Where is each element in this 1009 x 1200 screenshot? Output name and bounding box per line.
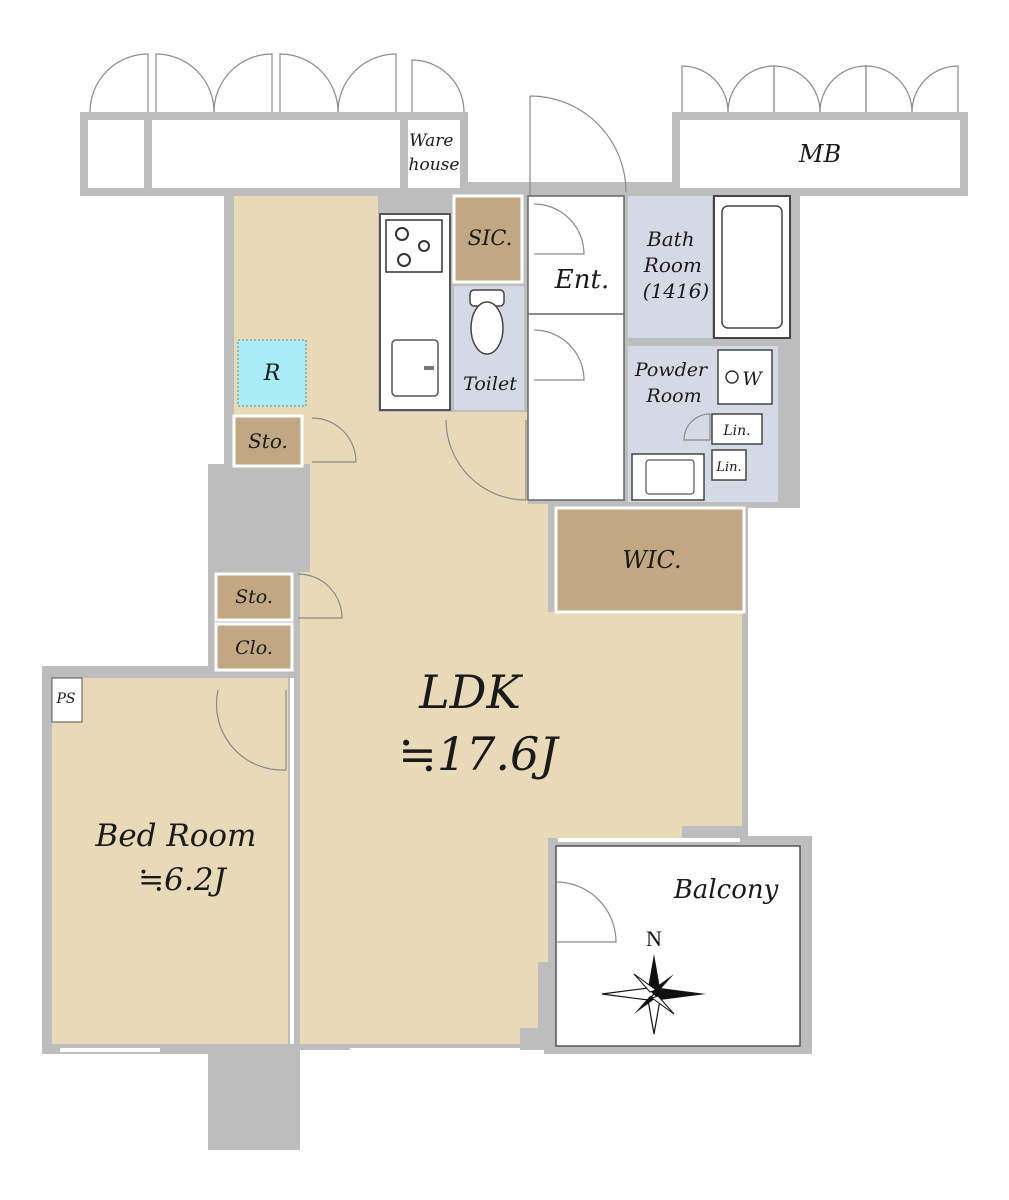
sto-mid-label: Sto. bbox=[235, 586, 273, 608]
wic-closet bbox=[554, 506, 746, 614]
fridge-space bbox=[237, 339, 307, 407]
lin-1-label: Lin. bbox=[722, 423, 750, 439]
burner-icon bbox=[395, 227, 409, 241]
clo-label: Clo. bbox=[235, 637, 273, 659]
lin-2-label: Lin. bbox=[715, 460, 741, 475]
sto-mid-closet bbox=[214, 572, 294, 622]
bedroom-name: Bed Room bbox=[95, 818, 257, 854]
toilet-label: Toilet bbox=[463, 373, 517, 395]
ldk-name: LDK bbox=[418, 665, 523, 719]
sic-closet bbox=[452, 194, 524, 284]
fridge-label: R bbox=[263, 361, 281, 386]
burner-icon bbox=[397, 253, 411, 267]
mb-label: MB bbox=[798, 140, 841, 168]
top-door-swings bbox=[89, 53, 959, 196]
ldk-size: ≒17.6J bbox=[398, 727, 560, 781]
ps-label: PS bbox=[55, 691, 75, 707]
interior-door-swings bbox=[215, 417, 617, 943]
kitchen-counter bbox=[379, 213, 451, 411]
top-exterior-storage: Ware house MB bbox=[80, 112, 968, 196]
bedroom-floor bbox=[52, 678, 288, 1044]
lin-1-cabinet bbox=[711, 413, 763, 445]
burner-icon bbox=[418, 240, 430, 252]
drain-icon bbox=[725, 370, 739, 384]
warehouse-label: Ware house bbox=[409, 131, 460, 175]
balcony-area bbox=[555, 845, 801, 1047]
mb-room bbox=[680, 120, 960, 188]
wic-label: WIC. bbox=[622, 546, 681, 574]
bath-room bbox=[628, 196, 712, 338]
bathtub-icon bbox=[713, 195, 791, 339]
warehouse-line-1: Ware bbox=[409, 131, 453, 151]
warehouse-line-2: house bbox=[409, 155, 460, 175]
compass-north-label: N bbox=[646, 926, 662, 951]
bedroom-size: ≒6.2J bbox=[138, 862, 227, 898]
clo-closet bbox=[214, 622, 294, 672]
washer-space bbox=[717, 349, 773, 405]
sto-top-label: Sto. bbox=[248, 429, 288, 453]
warehouse-room bbox=[408, 120, 460, 188]
lin-2-cabinet bbox=[711, 449, 747, 481]
sink-icon bbox=[391, 339, 439, 397]
compass-rose-icon bbox=[601, 954, 706, 1035]
bath-room-label: Bath Room (1416) bbox=[643, 227, 710, 303]
sic-label: SIC. bbox=[468, 226, 513, 250]
toilet-icon bbox=[469, 289, 505, 355]
entrance-label: Ent. bbox=[554, 265, 609, 295]
washer-label: W bbox=[742, 368, 763, 390]
balcony-label: Balcony bbox=[673, 875, 779, 905]
ps-shaft bbox=[51, 677, 83, 723]
ldk-floor bbox=[234, 196, 742, 1044]
entrance-area bbox=[527, 195, 625, 501]
windows bbox=[60, 838, 740, 1052]
sto-top-closet bbox=[232, 414, 304, 468]
powder-room-label: Powder Room bbox=[634, 359, 713, 407]
